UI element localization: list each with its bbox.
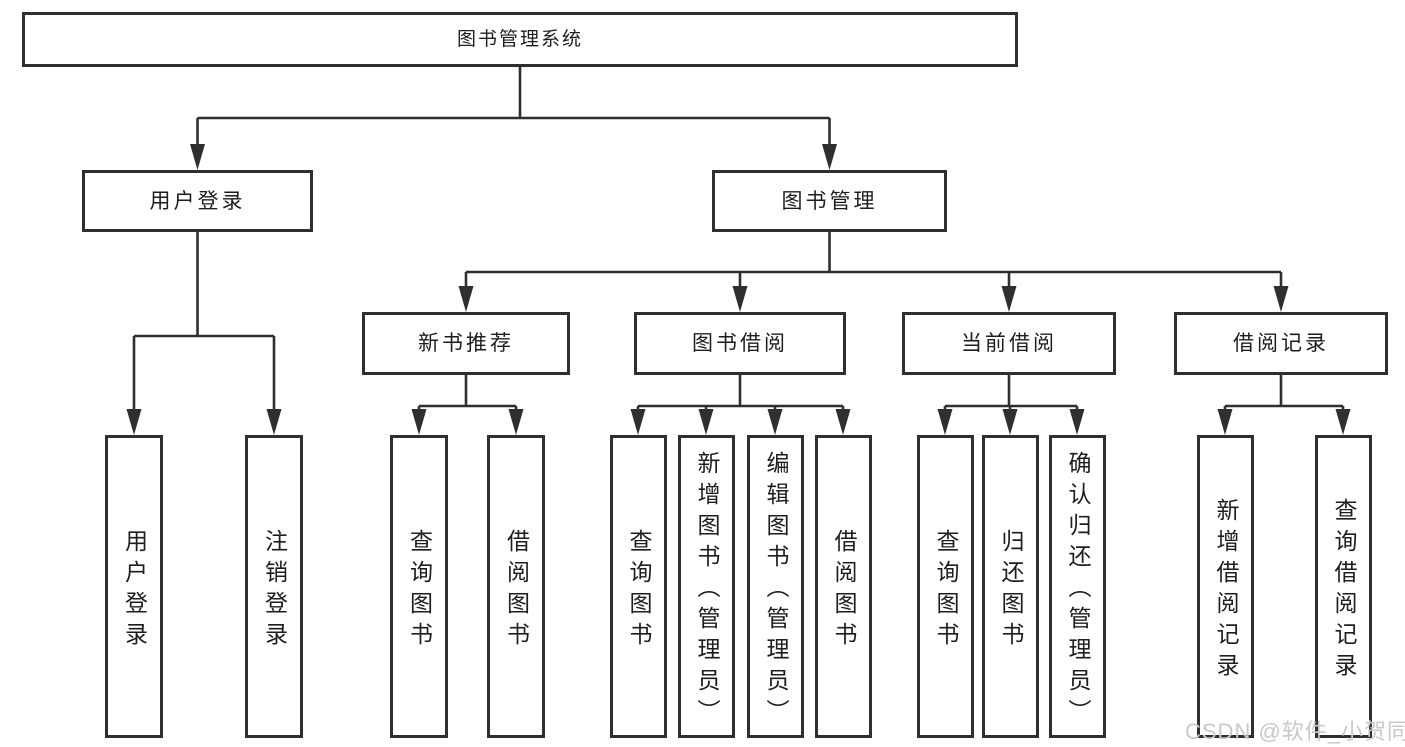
node-user-login-branch: 用户登录 bbox=[82, 170, 313, 232]
leaf-query-borrow-record: 查询借阅记录 bbox=[1315, 435, 1372, 738]
node-label: 用户登录 bbox=[149, 189, 246, 213]
node-borrowing-records: 借阅记录 bbox=[1174, 312, 1388, 375]
node-label: 归还图书 bbox=[998, 528, 1024, 653]
node-label: 借阅记录 bbox=[1233, 332, 1329, 355]
node-label: 查询图书 bbox=[933, 528, 959, 653]
node-book-management-branch: 图书管理 bbox=[712, 170, 947, 232]
node-label: 新增借阅记录 bbox=[1213, 497, 1239, 684]
node-current-borrowing: 当前借阅 bbox=[902, 312, 1116, 375]
csdn-watermark: CSDN @软件_小贺同学 bbox=[1185, 719, 1405, 744]
node-book-borrowing: 图书借阅 bbox=[634, 312, 846, 375]
node-root-library-system: 图书管理系统 bbox=[22, 12, 1018, 67]
leaf-user-login: 用户登录 bbox=[105, 435, 163, 738]
node-new-book-recommendation: 新书推荐 bbox=[362, 312, 570, 375]
node-label: 查询图书 bbox=[626, 528, 652, 653]
leaf-query-books-current: 查询图书 bbox=[917, 435, 974, 738]
node-label: 当前借阅 bbox=[961, 332, 1057, 355]
node-label: 图书借阅 bbox=[692, 332, 788, 355]
leaf-borrow-books-recommend: 借阅图书 bbox=[487, 435, 545, 738]
leaf-add-books-admin: 新增图书（管理员） bbox=[678, 435, 735, 738]
node-label: 图书管理 bbox=[781, 189, 878, 213]
leaf-query-books-recommend: 查询图书 bbox=[390, 435, 448, 738]
node-label: 借阅图书 bbox=[503, 528, 530, 653]
leaf-borrow-books: 借阅图书 bbox=[815, 435, 872, 738]
leaf-add-borrow-record: 新增借阅记录 bbox=[1197, 435, 1254, 738]
node-label: 编辑图书（管理员） bbox=[763, 451, 789, 730]
leaf-logout: 注销登录 bbox=[245, 435, 303, 738]
node-label: 借阅图书 bbox=[831, 528, 857, 653]
node-label: 确认归还（管理员） bbox=[1065, 451, 1091, 730]
node-label: 查询图书 bbox=[406, 528, 433, 653]
leaf-confirm-return-admin: 确认归还（管理员） bbox=[1049, 435, 1106, 738]
leaf-return-books: 归还图书 bbox=[982, 435, 1039, 738]
node-label: 注销登录 bbox=[261, 528, 288, 653]
node-label: 新书推荐 bbox=[418, 332, 514, 355]
leaf-edit-books-admin: 编辑图书（管理员） bbox=[747, 435, 804, 738]
node-label: 新增图书（管理员） bbox=[694, 451, 720, 730]
node-label: 查询借阅记录 bbox=[1331, 497, 1357, 684]
node-label: 图书管理系统 bbox=[456, 29, 583, 50]
node-label: 用户登录 bbox=[121, 528, 148, 653]
leaf-query-books-borrowing: 查询图书 bbox=[610, 435, 667, 738]
